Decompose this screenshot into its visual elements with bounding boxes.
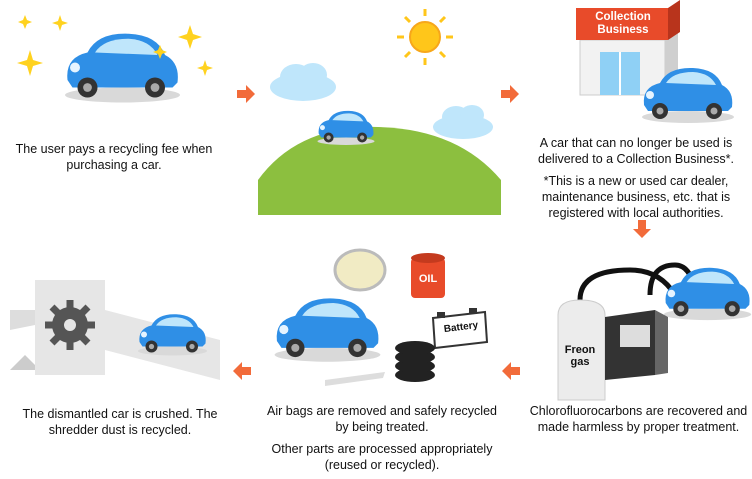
dismantling-illustration — [274, 248, 489, 386]
step-airbags-caption: Air bags are removed and safely recycled… — [262, 403, 502, 479]
step-collection-caption: A car that can no longer be used is deli… — [520, 135, 752, 227]
driving-scene-illustration — [258, 9, 501, 215]
sun-icon — [397, 9, 453, 65]
gear-icon — [45, 300, 95, 350]
arrow-down-icon — [633, 220, 651, 238]
step-shredder-caption: The dismantled car is crushed. The shred… — [22, 407, 218, 437]
arrow-right-icon — [237, 85, 255, 103]
arrow-right-icon — [501, 85, 519, 103]
caption-main: A car that can no longer be used is deli… — [538, 136, 734, 166]
oil-drum-icon — [411, 253, 445, 298]
step-purchase-caption: The user pays a recycling fee when purch… — [15, 142, 213, 172]
caption-airbags: Air bags are removed and safely recycled… — [267, 404, 497, 434]
arrow-left-icon — [233, 362, 251, 380]
collection-business-illustration — [576, 0, 734, 123]
oil-drum-label: OIL — [418, 273, 438, 285]
airbag-icon — [333, 248, 387, 292]
shredder-illustration — [10, 280, 220, 380]
step-freon-caption: Chlorofluorocarbons are recovered and ma… — [529, 404, 748, 434]
cloud-icon — [270, 63, 493, 139]
caption-other-parts: Other parts are processed appropriately … — [271, 442, 493, 472]
tires-icon — [395, 341, 435, 382]
collection-business-sign: Collection Business — [595, 11, 651, 36]
hill — [258, 126, 501, 215]
battery-icon — [431, 308, 489, 350]
freon-recovery-illustration — [557, 262, 752, 401]
caption-footnote: *This is a new or used car dealer, maint… — [541, 174, 731, 220]
freon-tank-label: Freon gas — [564, 344, 596, 368]
new-car-illustration — [17, 15, 213, 103]
arrow-left-icon — [502, 362, 520, 380]
